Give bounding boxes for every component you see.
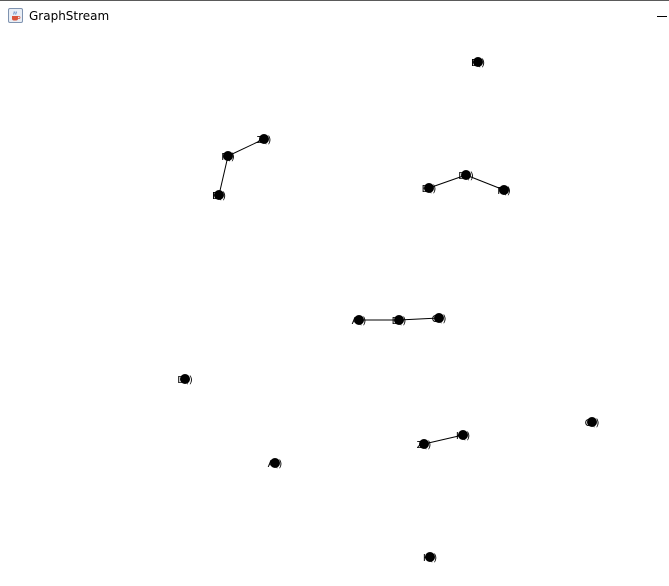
graph-node-Z-1[interactable]: Z() [257,134,272,146]
graph-node-B-1[interactable]: B() [422,183,437,195]
graph-edge-Z-1-F-1 [227,138,265,157]
graph-node-dot[interactable] [458,430,468,440]
graph-node-C-1[interactable]: C() [432,313,447,325]
graph-node-dot[interactable] [214,190,224,200]
graph-node-dot[interactable] [434,313,444,323]
graph-node-dot[interactable] [473,57,483,67]
graph-node-F-1[interactable]: F() [221,151,235,163]
java-cup-icon [8,8,23,23]
graph-edge-D-1-F-2 [465,174,505,191]
title-bar[interactable]: GraphStream [0,0,669,31]
graph-node-F-2[interactable]: F() [497,185,511,197]
graph-node-label: D() [458,171,474,182]
graph-node-B-2[interactable]: B() [392,315,407,327]
graph-canvas[interactable]: E() Z() F() E() D() B() F() A() B() C() D() C() Z() K… [0,31,669,586]
graph-node-label: B() [422,184,437,195]
window-title: GraphStream [29,9,110,23]
graph-node-label: A() [352,316,367,327]
graph-node-C-2[interactable]: C() [585,417,600,429]
graph-edge-B-2-C-1 [398,317,440,321]
graph-node-A-2[interactable]: A() [268,458,283,470]
graph-node-label: E() [471,58,485,69]
graph-node-dot[interactable] [424,183,434,193]
graph-node-dot[interactable] [354,315,364,325]
graph-node-label: B() [392,316,407,327]
graph-node-K-2[interactable]: K() [423,552,437,564]
graph-node-label: C() [432,314,447,325]
graph-node-label: E() [212,191,226,202]
graph-node-dot[interactable] [270,458,280,468]
graph-node-Z-2[interactable]: Z() [417,439,432,451]
graph-node-dot[interactable] [419,439,429,449]
graph-node-D-2[interactable]: D() [177,374,193,386]
graph-node-label: A() [268,459,283,470]
graph-node-label: C() [585,418,600,429]
graph-node-dot[interactable] [259,134,269,144]
graph-node-label: F() [221,152,235,163]
graph-node-label: K() [456,431,470,442]
graph-node-dot[interactable] [425,552,435,562]
graph-edge-F-1-E-1 [218,155,229,196]
graph-node-dot[interactable] [180,374,190,384]
graph-node-label: F() [497,186,511,197]
graph-node-K-1[interactable]: K() [456,430,470,442]
graph-node-dot[interactable] [223,151,233,161]
graph-edge-Z-2-K-1 [423,434,464,445]
graph-node-label: Z() [417,440,432,451]
minimize-button[interactable] [650,1,669,31]
minimize-icon [657,16,667,17]
graph-node-label: D() [177,375,193,386]
graph-node-D-1[interactable]: D() [458,170,474,182]
graph-node-label: K() [423,553,437,564]
graph-node-dot[interactable] [461,170,471,180]
graph-edge-B-1-D-1 [428,174,467,189]
graph-node-dot[interactable] [587,417,597,427]
graph-node-E-1[interactable]: E() [212,190,226,202]
graph-node-dot[interactable] [499,185,509,195]
graph-node-label: Z() [257,135,272,146]
graph-view[interactable]: E() Z() F() E() D() B() F() A() B() C() D() C() Z() K… [0,31,669,586]
graph-node-A-1[interactable]: A() [352,315,367,327]
graph-node-dot[interactable] [394,315,404,325]
graph-node-E-top[interactable]: E() [471,57,485,69]
